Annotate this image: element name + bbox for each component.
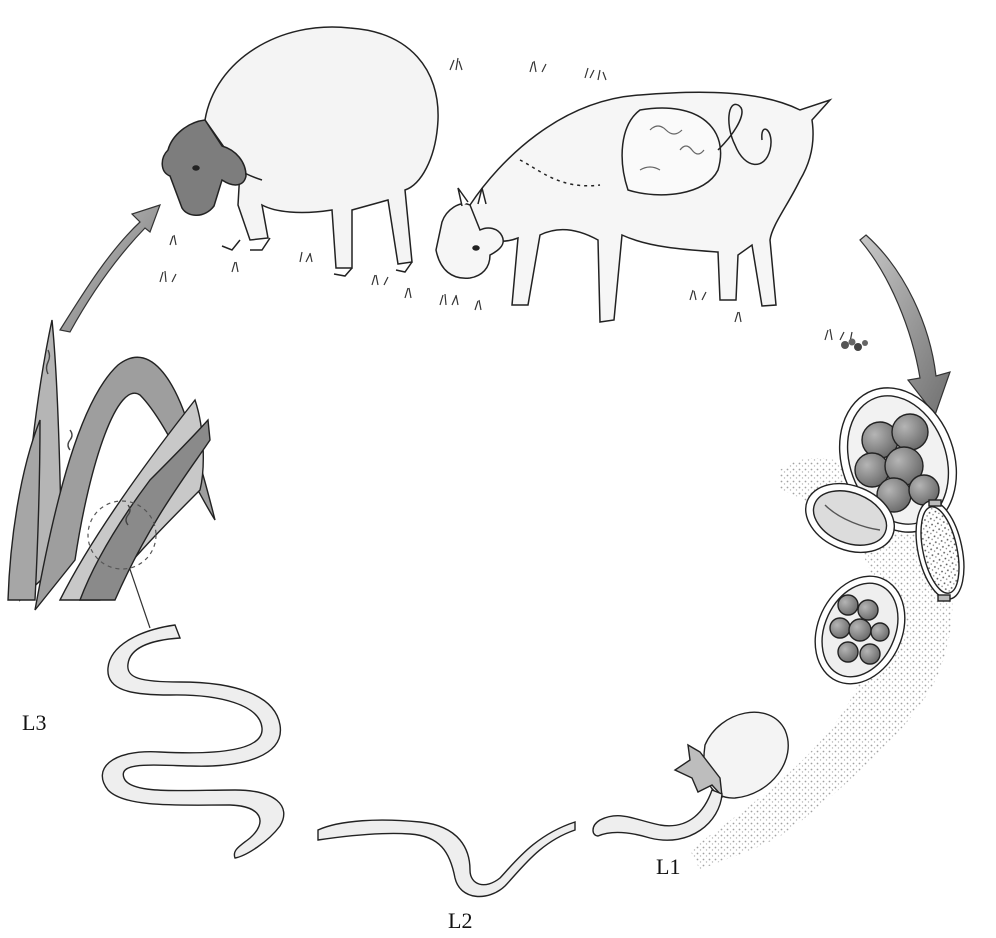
feces-pile <box>841 339 868 352</box>
larva-l3 <box>102 625 283 858</box>
hatching-egg <box>675 712 788 798</box>
label-l1: L1 <box>656 856 680 878</box>
label-l2: L2 <box>448 910 472 932</box>
sheep-illustration <box>162 27 438 276</box>
label-l3: L3 <box>22 712 46 734</box>
larva-l2 <box>318 820 575 896</box>
arrow-to-eggs <box>860 235 950 415</box>
goat-illustration <box>436 92 830 322</box>
grass-blades <box>8 320 215 610</box>
arrow-to-sheep <box>60 205 160 332</box>
larva-l1 <box>593 790 722 840</box>
